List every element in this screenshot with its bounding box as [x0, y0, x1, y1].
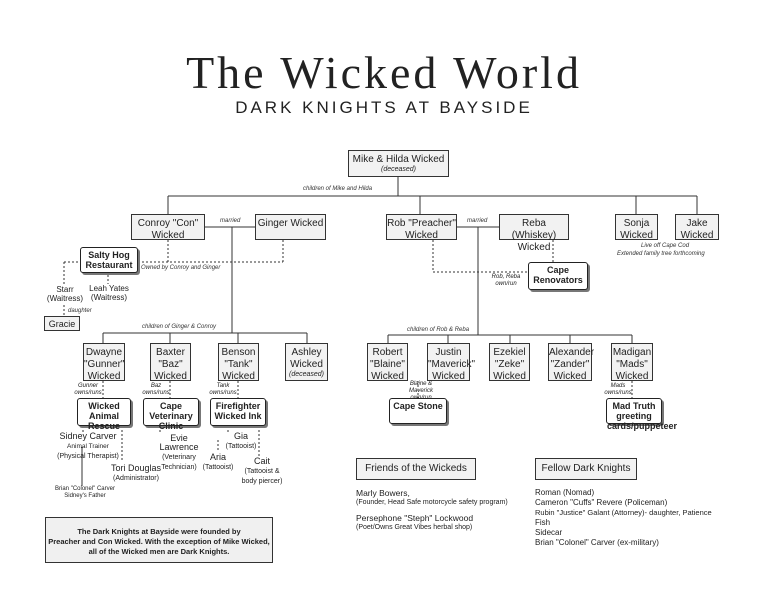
cape-cod-note-2: Extended family tree forthcoming	[617, 251, 705, 257]
root-name: Mike & Hilda Wicked	[352, 154, 445, 165]
cape-stone-box: Cape Stone	[389, 398, 447, 424]
children-gc-label: children of Ginger & Conroy	[142, 324, 217, 330]
gia: Gia (Tattooist)	[222, 432, 260, 451]
callout-line-2: Preacher and Con Wicked. With the except…	[48, 537, 270, 546]
tank-owns: Tank owns/runs	[209, 383, 237, 396]
friend-1-name: Marly Bowers,	[356, 488, 410, 498]
fellow-5: Sidecar	[535, 528, 563, 537]
cape-renovators-box: Cape Renovators	[528, 262, 588, 290]
gunner-owns: Gunner owns/runs	[74, 383, 102, 396]
evie-role-2: Technician)	[161, 464, 197, 471]
reba-box: Reba (Whiskey) Wicked	[499, 214, 569, 253]
aria: Aria (Tattooist)	[198, 453, 238, 472]
cait-name: Cait	[253, 456, 270, 466]
sonja-box: Sonja Wicked	[615, 214, 658, 241]
evie-name: Evie Lawrence	[159, 433, 199, 452]
cape-cod-note-1: Live off Cape Cod	[641, 243, 690, 249]
page-subtitle: DARK KNIGHTS AT BAYSIDE	[235, 98, 533, 117]
fellow-3: Rubin "Justice" Galant (Attorney)- daugh…	[535, 508, 712, 517]
salty-hog-box: Salty Hog Restaurant	[80, 247, 138, 273]
blaine-box: Robert "Blaine" Wicked	[367, 343, 408, 382]
founders-callout: The Dark Knights at Bayside were founded…	[45, 517, 273, 563]
ashley-name: Ashley Wicked	[290, 347, 323, 370]
benson-box: Benson "Tank" Wicked	[218, 343, 259, 382]
tori-name: Tori Douglas	[110, 463, 162, 473]
fellow-2: Cameron "Cuffs" Revere (Policeman)	[535, 498, 668, 507]
maverick-box: Justin "Maverick" Wicked	[427, 343, 475, 382]
cait-role-2: body piercer)	[241, 478, 283, 485]
cape-renovators-owned-1: Rob, Reba	[491, 274, 521, 280]
wicked-animal-rescue-box: Wicked Animal Rescue	[77, 398, 131, 431]
fellow-1: Roman (Nomad)	[535, 488, 595, 497]
tori-role: (Administrator)	[113, 475, 159, 482]
ashley-box: Ashley Wicked (deceased)	[285, 343, 328, 381]
root-box: Mike & Hilda Wicked (deceased)	[348, 150, 449, 177]
madigan-box: Madigan "Mads" Wicked	[611, 343, 653, 382]
root-note: (deceased)	[380, 166, 417, 173]
leah-role: (Waitress)	[90, 293, 128, 302]
gia-name: Gia	[233, 431, 248, 441]
brian-small: Brian "Colonel" Carver Sidney's Father	[45, 486, 125, 500]
baz-owns: Baz owns/runs	[142, 383, 170, 396]
mads-owns: Mads owns/runs	[604, 383, 632, 396]
firefighter-ink-box: Firefighter Wicked Ink	[210, 398, 266, 426]
cait-role-1: (Tattooist &	[244, 468, 280, 475]
married-label-1: married	[220, 218, 241, 224]
ashley-note: (deceased)	[288, 371, 325, 378]
tori: Tori Douglas (Administrator)	[108, 464, 164, 483]
callout-line-1: The Dark Knights at Bayside were founded…	[77, 527, 241, 536]
brian-small-1: Brian "Colonel" Carver	[55, 486, 115, 492]
fellow-6: Brian "Colonel" Carver (ex-military)	[535, 538, 659, 547]
friend-1-role: (Founder, Head Safe motorcycle safety pr…	[356, 499, 508, 506]
friends-panel: Friends of the Wickeds Marly Bowers, (Fo…	[356, 458, 516, 533]
cape-renovators-owned: Rob, Reba own/run	[484, 274, 528, 288]
sidney-name: Sidney Carver	[59, 431, 117, 441]
zander-box: Alexander "Zander" Wicked	[548, 343, 594, 382]
fellow-header: Fellow Dark Knights	[535, 458, 637, 480]
children-rr-label: children of Rob & Reba	[407, 327, 470, 333]
evie-role-1: (Veterinary	[162, 454, 196, 461]
children-label: children of Mike and Hilda	[303, 186, 373, 192]
evie: Evie Lawrence (Veterinary Technician)	[154, 434, 204, 472]
aria-role: (Tattooist)	[202, 464, 234, 471]
sidney: Sidney Carver Animal Trainer (Physical T…	[52, 432, 124, 461]
zeke-box: Ezekiel "Zeke" Wicked	[489, 343, 530, 382]
jake-box: Jake Wicked	[675, 214, 719, 241]
gunner-box: Dwayne "Gunner" Wicked	[83, 343, 125, 382]
conroy-box: Conroy "Con" Wicked	[131, 214, 205, 241]
gia-role: (Tattooist)	[225, 443, 257, 450]
friend-2-name: Persephone "Steph" Lockwood	[356, 513, 474, 523]
salty-hog-owned: Owned by Conroy and Ginger	[141, 265, 221, 271]
ginger-box: Ginger Wicked	[255, 214, 326, 240]
fellow-panel: Fellow Dark Knights Roman (Nomad) Camero…	[535, 458, 735, 548]
starr-role: (Waitress)	[46, 294, 84, 303]
sidney-role-1: Animal Trainer	[67, 443, 109, 450]
sidney-role-2: (Physical Therapist)	[57, 453, 119, 460]
page-title: The Wicked World	[186, 47, 582, 98]
friend-2-role: (Poet/Owns Great Vibes herbal shop)	[356, 524, 473, 531]
callout-line-3: all of the Wicked men are Dark Knights.	[88, 547, 230, 556]
starr-name: Starr	[56, 285, 74, 294]
gracie-box: Gracie	[44, 316, 80, 331]
leah: Leah Yates (Waitress)	[84, 284, 134, 302]
daughter-label: daughter	[68, 308, 92, 314]
baxter-box: Baxter "Baz" Wicked	[150, 343, 191, 382]
married-label-2: married	[467, 218, 488, 224]
aria-name: Aria	[209, 452, 226, 462]
cait: Cait (Tattooist & body piercer)	[236, 457, 288, 486]
leah-name: Leah Yates	[89, 284, 129, 293]
mad-truth-box: Mad Truth greeting cards/puppeteer	[606, 398, 677, 431]
friends-header: Friends of the Wickeds	[356, 458, 476, 480]
brian-small-2: Sidney's Father	[64, 493, 106, 499]
starr: Starr (Waitress)	[40, 285, 90, 303]
fellow-4: Fish	[535, 518, 551, 527]
cape-renovators-owned-2: own/run	[495, 281, 517, 287]
rob-box: Rob "Preacher" Wicked	[386, 214, 457, 241]
cape-vet-box: Cape Veterinary Clinic	[143, 398, 199, 431]
